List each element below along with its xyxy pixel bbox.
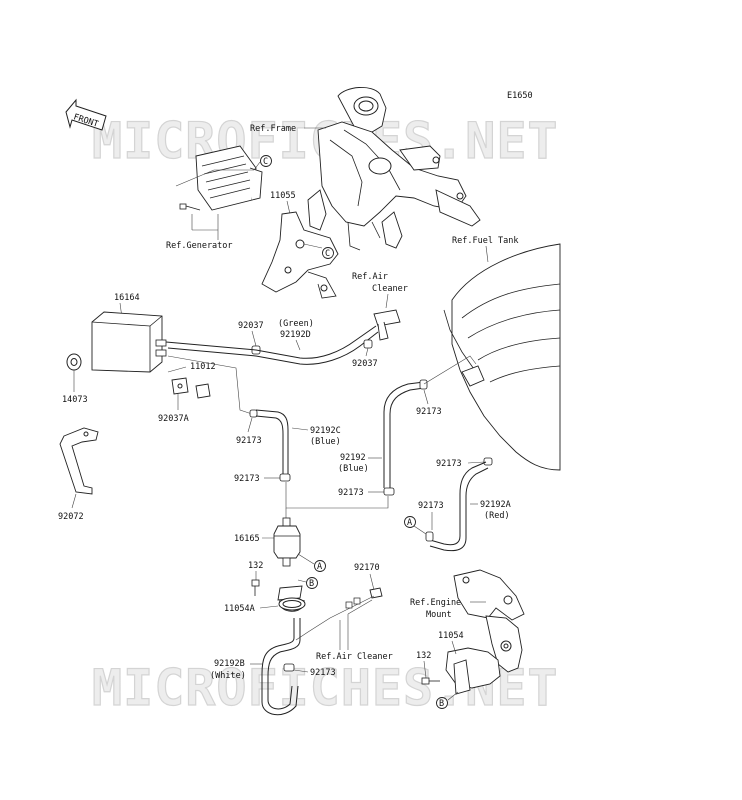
svg-text:B: B [439, 699, 444, 709]
bolt-132-b [421, 677, 440, 685]
clamp-92173-a [249, 409, 258, 418]
hose-92192C [255, 409, 289, 478]
svg-text:A: A [407, 518, 412, 528]
circle-a-callout-1: A [314, 560, 326, 572]
engine-mount-drawing [445, 569, 525, 695]
frame-drawing [307, 87, 481, 251]
label-92192B: 92192B [214, 659, 245, 669]
circle-b-callout-1: B [306, 577, 318, 589]
label-92192D: 92192D [280, 330, 311, 340]
fuel-tank-drawing [443, 243, 561, 471]
label-92173-e-top: 92173 [436, 459, 462, 469]
svg-text:B: B [309, 579, 314, 589]
label-ref-air-cleaner-top-1: Ref.Air [352, 272, 388, 282]
label-92072: 92072 [58, 512, 84, 522]
air-cleaner-tee-fitting [373, 309, 401, 341]
front-arrow-icon: FRONT [65, 98, 107, 131]
label-11054A: 11054A [224, 604, 255, 614]
clamp-92173-c [419, 379, 428, 390]
circle-c-callout-1: C [260, 155, 272, 167]
label-92192: 92192 [340, 453, 366, 463]
label-16165: 16165 [234, 534, 260, 544]
label-ref-generator: Ref.Generator [166, 241, 233, 251]
label-92192C: 92192C [310, 426, 341, 436]
hose-92192A [429, 461, 489, 552]
circle-b-callout-2: B [436, 697, 448, 709]
label-green: (Green) [278, 319, 314, 329]
label-132-b: 132 [416, 651, 431, 661]
label-white: (White) [210, 671, 246, 681]
label-red: (Red) [484, 511, 510, 521]
label-92173-b: 92173 [234, 474, 260, 484]
label-92192A: 92192A [480, 500, 511, 510]
label-14073: 14073 [62, 395, 88, 405]
label-16164: 16164 [114, 293, 140, 303]
label-blue-b: (Blue) [338, 464, 369, 474]
bracket-11055-drawing [261, 211, 339, 299]
bolt-132-a [251, 579, 260, 596]
clamp-92173-d [383, 487, 395, 496]
label-ref-engine-mount-1: Ref.Engine [410, 598, 461, 608]
label-ref-engine-mount-2: Mount [426, 610, 452, 620]
band-11054A-drawing [277, 585, 306, 612]
label-11055: 11055 [270, 191, 296, 201]
clamp-92037-b [363, 339, 373, 349]
fitting-92170-drawing [369, 587, 383, 599]
svg-text:C: C [263, 157, 268, 167]
clamp-pair-ref-air-cleaner [345, 597, 361, 609]
label-92037A: 92037A [158, 414, 189, 424]
svg-text:A: A [317, 562, 322, 572]
label-11054: 11054 [438, 631, 464, 641]
filter-11012-drawing [171, 377, 211, 399]
label-92037-a: 92037 [238, 321, 264, 331]
clamp-92173-b [279, 473, 291, 482]
label-ref-frame: Ref.Frame [250, 124, 296, 134]
fuel-filter-16165-drawing [273, 517, 301, 567]
generator-regulator-drawing [179, 145, 263, 211]
label-132-a: 132 [248, 561, 263, 571]
label-11012: 11012 [190, 362, 216, 372]
circle-a-callout-2: A [404, 516, 416, 528]
hose-92192B [261, 618, 301, 716]
label-ref-fuel-tank: Ref.Fuel Tank [452, 236, 519, 246]
cap-14073-drawing [66, 353, 82, 371]
label-92173-c: 92173 [416, 407, 442, 417]
clamp-92173-f [283, 663, 295, 672]
diagram-code: E1650 [507, 91, 533, 101]
circle-c-callout-2: C [322, 247, 334, 259]
clamp-92173-e-top [483, 457, 493, 466]
label-ref-air-cleaner-bottom: Ref.Air Cleaner [316, 652, 393, 662]
label-92173-d: 92173 [338, 488, 364, 498]
bracket-92072-drawing [59, 427, 99, 495]
label-92173-f: 92173 [310, 668, 336, 678]
label-92173-e: 92173 [418, 501, 444, 511]
hose-92192D [165, 325, 379, 365]
label-92173-a: 92173 [236, 436, 262, 446]
label-ref-air-cleaner-top-2: Cleaner [372, 284, 408, 294]
label-92170: 92170 [354, 563, 380, 573]
canister-16164-drawing [91, 311, 167, 373]
hose-92192 [383, 381, 425, 488]
clamp-92173-e-bottom [425, 531, 434, 542]
label-blue-a: (Blue) [310, 437, 341, 447]
label-92037-b: 92037 [352, 359, 378, 369]
svg-text:C: C [325, 249, 330, 259]
